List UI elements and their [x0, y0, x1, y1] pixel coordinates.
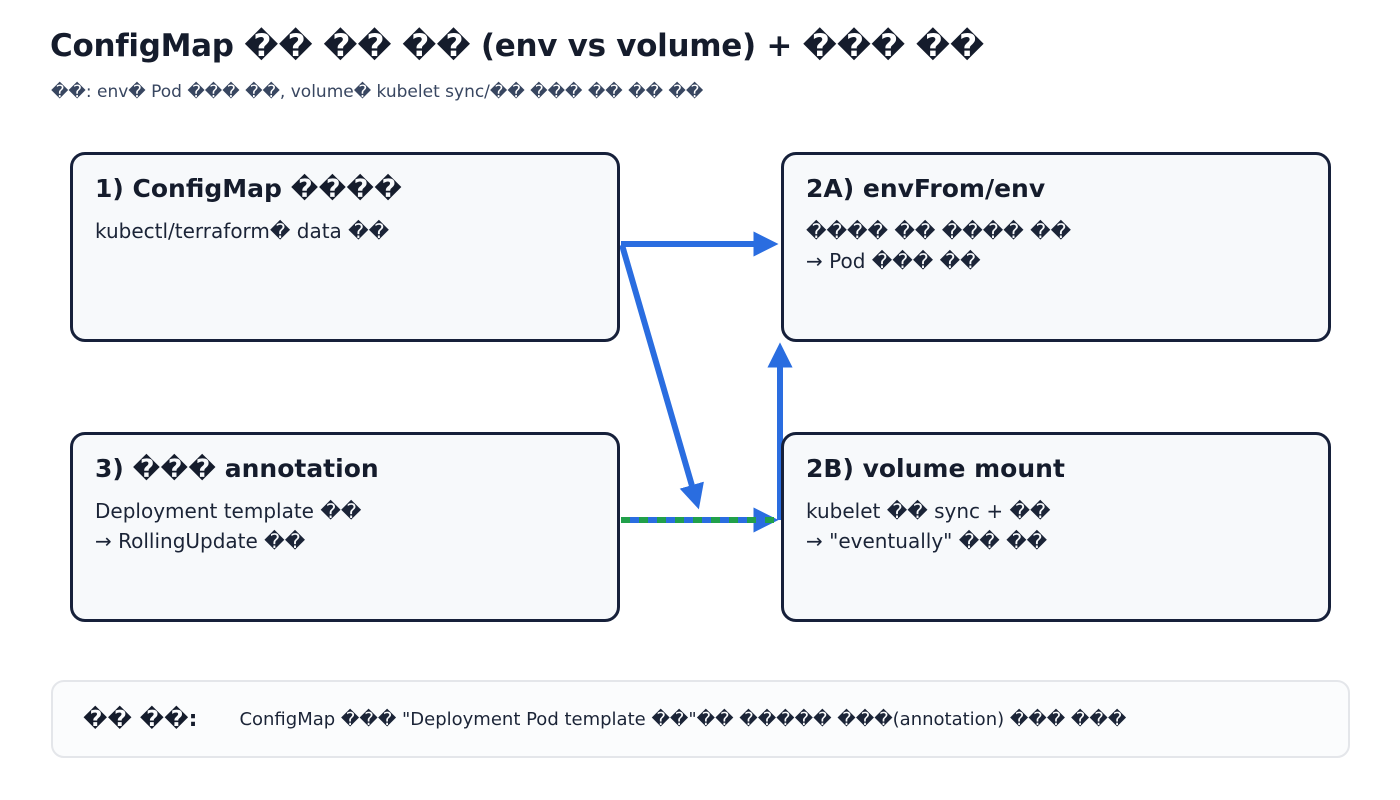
node-configmap-change[interactable]: 1) ConfigMap ���� kubectl/terraform� dat…: [70, 152, 620, 342]
node-volume-mount-body: kubelet �� sync + �� → "eventually" �� �…: [806, 499, 1051, 554]
node-envfrom-env[interactable]: 2A) envFrom/env ���� �� ���� �� → Pod ��…: [781, 152, 1331, 342]
node-envfrom-env-body: ���� �� ���� �� → Pod ��� ��: [806, 219, 1072, 274]
node-checksum-annotation-body: Deployment template �� → RollingUpdate �…: [95, 499, 362, 554]
node-configmap-change-title: 1) ConfigMap ����: [95, 174, 402, 203]
connector-configmap-to-volume: [619, 244, 704, 510]
node-checksum-annotation-title: 3) ��� annotation: [95, 454, 379, 483]
node-envfrom-env-title: 2A) envFrom/env: [806, 174, 1046, 203]
node-checksum-annotation[interactable]: 3) ��� annotation Deployment template ��…: [70, 432, 620, 622]
footer-note: �� ��: ConfigMap ��� "Deployment Pod tem…: [51, 680, 1350, 758]
footer-note-label: �� ��:: [83, 706, 198, 732]
node-volume-mount[interactable]: 2B) volume mount kubelet �� sync + �� → …: [781, 432, 1331, 622]
node-volume-mount-title: 2B) volume mount: [806, 454, 1065, 483]
footer-note-text: ConfigMap ��� "Deployment Pod template �…: [239, 708, 1127, 730]
page-title: ConfigMap �� �� �� (env vs volume) + ���…: [50, 28, 985, 64]
page-subtitle: ��: env� Pod ��� ��, volume� kubelet syn…: [51, 82, 704, 102]
node-configmap-change-body: kubectl/terraform� data ��: [95, 219, 390, 244]
